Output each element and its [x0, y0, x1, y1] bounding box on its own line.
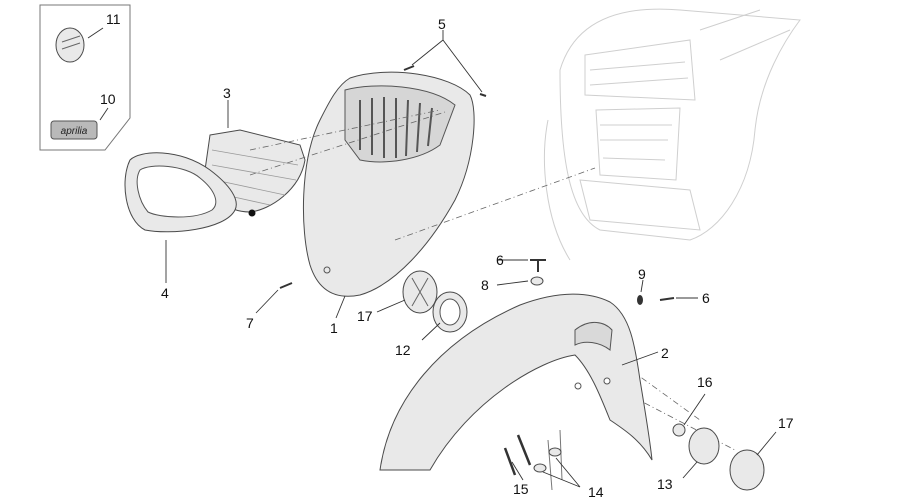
callout-4: 4 [161, 285, 169, 301]
callout-17-upper: 17 [357, 308, 373, 324]
callout-12: 12 [395, 342, 411, 358]
callout-6-right: 6 [702, 290, 710, 306]
callout-11: 11 [106, 11, 121, 27]
callout-7: 7 [246, 315, 254, 331]
callout-1: 1 [330, 320, 338, 336]
screw-part-7 [279, 282, 293, 289]
leader-lines [87, 27, 777, 488]
front-shield-part-1 [302, 71, 475, 297]
callout-13: 13 [657, 476, 673, 492]
callout-10: 10 [100, 91, 116, 107]
aprilia-badge-part-10: aprilia [50, 120, 98, 140]
callout-8: 8 [481, 277, 489, 293]
callout-6-left: 6 [496, 252, 504, 268]
callout-labels: 11 10 3 5 4 7 1 17 12 6 8 9 6 2 16 17 13… [100, 11, 794, 498]
callout-15: 15 [513, 481, 529, 497]
callout-5: 5 [438, 16, 446, 32]
bolts-and-washers [503, 434, 562, 476]
reflector-part-17-upper [402, 270, 438, 314]
callout-2: 2 [661, 345, 669, 361]
reflector-housing-part-12 [432, 291, 468, 333]
front-mudguard-part-2 [379, 293, 653, 491]
rear-reflector-parts [672, 423, 765, 491]
trim-frame-part-4 [124, 152, 237, 233]
screws-part-5 [403, 65, 487, 97]
badge-text: aprilia [61, 126, 88, 137]
small-hardware [530, 259, 675, 305]
callout-14: 14 [588, 484, 604, 498]
inset-box [39, 4, 131, 151]
callout-3: 3 [223, 85, 231, 101]
frame-ghost [544, 8, 801, 261]
callout-9: 9 [638, 266, 646, 282]
cap-part-11 [55, 27, 85, 63]
callout-16: 16 [697, 374, 713, 390]
callout-17-lower: 17 [778, 415, 794, 431]
